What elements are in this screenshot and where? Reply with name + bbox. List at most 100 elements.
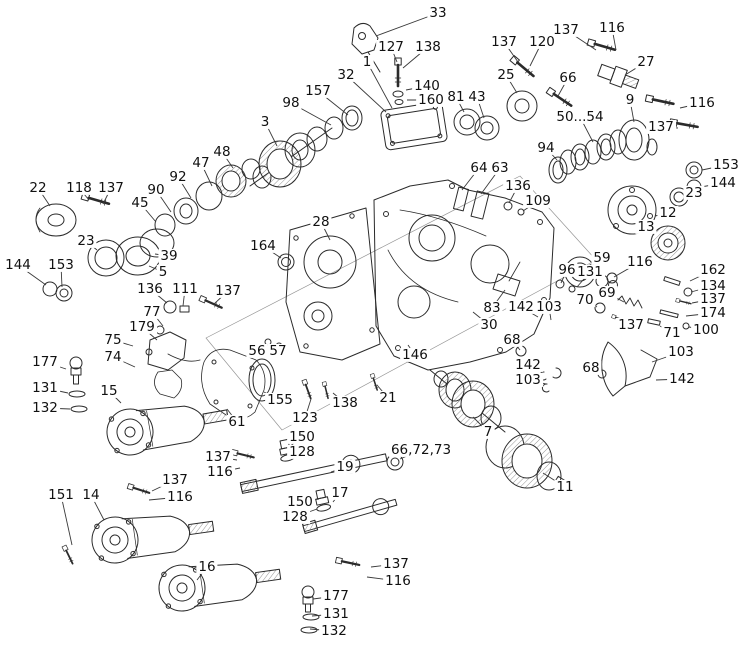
- part-callout-103: 103: [534, 298, 564, 315]
- part-callout-68: 68: [580, 359, 602, 376]
- part-callout-116: 116: [383, 572, 413, 589]
- part-callout-103: 103: [513, 371, 543, 388]
- part-callout-74: 74: [102, 348, 124, 365]
- part-callout-64: 64: [468, 159, 490, 176]
- part-callout-1: 1: [360, 53, 374, 70]
- part-callout-157: 157: [303, 82, 333, 99]
- part-callout-109: 109: [523, 192, 553, 209]
- part-callout-92: 92: [167, 168, 189, 185]
- part-callout-23: 23: [683, 184, 705, 201]
- part-callout-116: 116: [165, 488, 195, 505]
- part-callout-81: 81: [445, 88, 467, 105]
- part-callout-111: 111: [170, 280, 200, 297]
- part-callout-128: 128: [287, 443, 317, 460]
- part-callout-120: 120: [527, 33, 557, 50]
- part-callout-48: 48: [211, 143, 233, 160]
- left-flange-parts: [35, 203, 175, 302]
- part-callout-177: 177: [321, 587, 351, 604]
- part-callout-39: 39: [158, 247, 180, 264]
- part-callout-142: 142: [513, 356, 543, 373]
- part-callout-3: 3: [258, 113, 272, 130]
- part-callout-9: 9: [623, 91, 637, 108]
- part-callout-66-72-73: 66,72,73: [388, 441, 454, 458]
- part-callout-136: 136: [135, 280, 165, 297]
- part-callout-155: 155: [265, 391, 295, 408]
- part-callout-98: 98: [280, 94, 302, 111]
- breather-left: [68, 356, 88, 413]
- top-right-flange-parts: [453, 63, 658, 161]
- part-callout-23: 23: [75, 232, 97, 249]
- part-callout-21: 21: [377, 389, 399, 406]
- part-callout-123: 123: [290, 409, 320, 426]
- part-callout-13: 13: [635, 218, 657, 235]
- part-callout-15: 15: [98, 382, 120, 399]
- part-callout-144: 144: [708, 174, 738, 191]
- part-callout-63: 63: [489, 159, 511, 176]
- part-callout-12: 12: [657, 204, 679, 221]
- part-callout-103: 103: [666, 343, 696, 360]
- part-callout-150: 150: [285, 493, 315, 510]
- part-callout-57: 57: [267, 342, 289, 359]
- part-callout-138: 138: [413, 38, 443, 55]
- part-callout-179: 179: [127, 318, 157, 335]
- part-callout-14: 14: [80, 486, 102, 503]
- part-callout-137: 137: [489, 33, 519, 50]
- part-callout-45: 45: [129, 194, 151, 211]
- part-callout-28: 28: [310, 213, 332, 230]
- part-callout-56: 56: [246, 342, 268, 359]
- part-callout-96: 96: [556, 261, 578, 278]
- part-callout-134: 134: [698, 277, 728, 294]
- top-cover-plate: [380, 101, 448, 151]
- part-callout-66: 66: [557, 69, 579, 86]
- part-callout-137: 137: [698, 290, 728, 307]
- part-callout-132: 132: [30, 399, 60, 416]
- part-callout-61: 61: [226, 413, 248, 430]
- part-callout-11: 11: [554, 478, 576, 495]
- part-callout-16: 16: [196, 558, 218, 575]
- side-plates: [452, 186, 525, 220]
- part-callout-136: 136: [503, 177, 533, 194]
- part-callout-33: 33: [427, 4, 449, 21]
- part-callout-153: 153: [711, 156, 741, 173]
- part-callout-153: 153: [46, 256, 76, 273]
- part-callout-177: 177: [30, 353, 60, 370]
- part-callout-142: 142: [506, 298, 536, 315]
- bearing-rings-50-54: [548, 129, 627, 184]
- part-callout-137: 137: [646, 118, 676, 135]
- part-callout-127: 127: [376, 38, 406, 55]
- part-callout-160: 160: [416, 91, 446, 108]
- output-flange: [607, 161, 703, 261]
- part-callout-47: 47: [190, 154, 212, 171]
- part-callout-5: 5: [156, 263, 170, 280]
- part-callout-128: 128: [280, 508, 310, 525]
- part-callout-77: 77: [141, 303, 163, 320]
- part-callout-137: 137: [96, 179, 126, 196]
- left-bearing-chain: [154, 158, 261, 237]
- part-callout-137: 137: [160, 471, 190, 488]
- gear-cluster-7: [429, 369, 506, 433]
- part-callout-43: 43: [466, 88, 488, 105]
- part-callout-137: 137: [551, 21, 581, 38]
- gasket: [201, 348, 276, 420]
- input-gear-assembly: [249, 105, 363, 189]
- part-callout-131: 131: [30, 379, 60, 396]
- gear-cluster-11: [485, 425, 574, 492]
- bolts: [61, 37, 700, 569]
- part-callout-137: 137: [213, 282, 243, 299]
- part-callout-59: 59: [591, 249, 613, 266]
- part-callout-7: 7: [481, 423, 495, 440]
- part-callout-131: 131: [321, 605, 351, 622]
- part-callout-137: 137: [381, 555, 411, 572]
- part-callout-137: 137: [203, 448, 233, 465]
- part-callout-30: 30: [478, 316, 500, 333]
- part-callout-132: 132: [319, 622, 349, 639]
- part-callout-150: 150: [287, 428, 317, 445]
- part-callout-19: 19: [334, 458, 356, 475]
- part-callout-70: 70: [574, 291, 596, 308]
- part-callout-140: 140: [412, 77, 442, 94]
- part-callout-164: 164: [248, 237, 278, 254]
- part-callout-144: 144: [3, 256, 33, 273]
- part-callout-25: 25: [495, 66, 517, 83]
